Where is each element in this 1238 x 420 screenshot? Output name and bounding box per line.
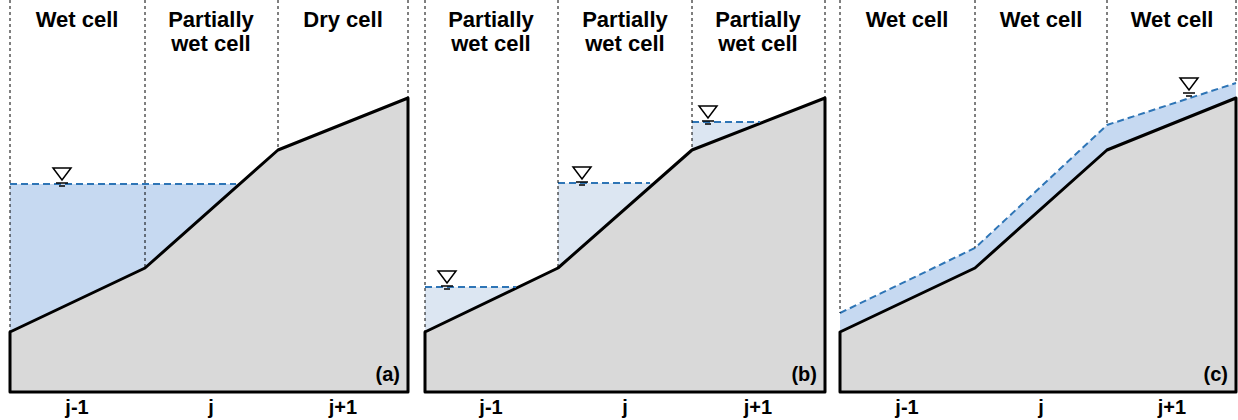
cell-type-label: Wet cell (1112, 8, 1232, 32)
cell-type-label: Partially wet cell (570, 8, 680, 56)
cell-index-label: j-1 (37, 396, 117, 418)
cell-type-label: Wet cell (847, 8, 967, 32)
water-level-symbol (1180, 78, 1198, 96)
bed-profile (840, 98, 1236, 392)
bed-profile (425, 98, 825, 392)
water-level-line (425, 286, 516, 288)
water-level-symbol (699, 106, 717, 124)
cell-index-label: j+1 (718, 396, 798, 418)
panel-tag: (b) (767, 363, 817, 385)
water-level-symbol (53, 168, 71, 186)
water-level-symbol (438, 271, 456, 289)
cell-type-label: Wet cell (981, 8, 1101, 32)
cell-type-label: Partially wet cell (156, 8, 266, 56)
cell-type-label: Dry cell (283, 8, 403, 32)
water-level-line (840, 83, 1236, 313)
water-level-line (558, 182, 650, 184)
cell-divider (10, 0, 1236, 332)
cell-index-label: j (585, 396, 665, 418)
cell-type-label: Wet cell (17, 8, 137, 32)
cell-index-label: j+1 (303, 396, 383, 418)
cell-index-label: j-1 (867, 396, 947, 418)
bed-profile (10, 98, 408, 392)
cell-index-label: j (171, 396, 251, 418)
cell-type-label: Partially wet cell (703, 8, 813, 56)
water-level-symbol (573, 167, 591, 185)
cell-type-label: Partially wet cell (436, 8, 546, 56)
cell-index-label: j-1 (451, 396, 531, 418)
cell-index-label: j+1 (1132, 396, 1212, 418)
panel-tag: (c) (1178, 363, 1228, 385)
water-level-line (10, 183, 236, 185)
panel-tag: (a) (350, 363, 400, 385)
cell-index-label: j (1001, 396, 1081, 418)
